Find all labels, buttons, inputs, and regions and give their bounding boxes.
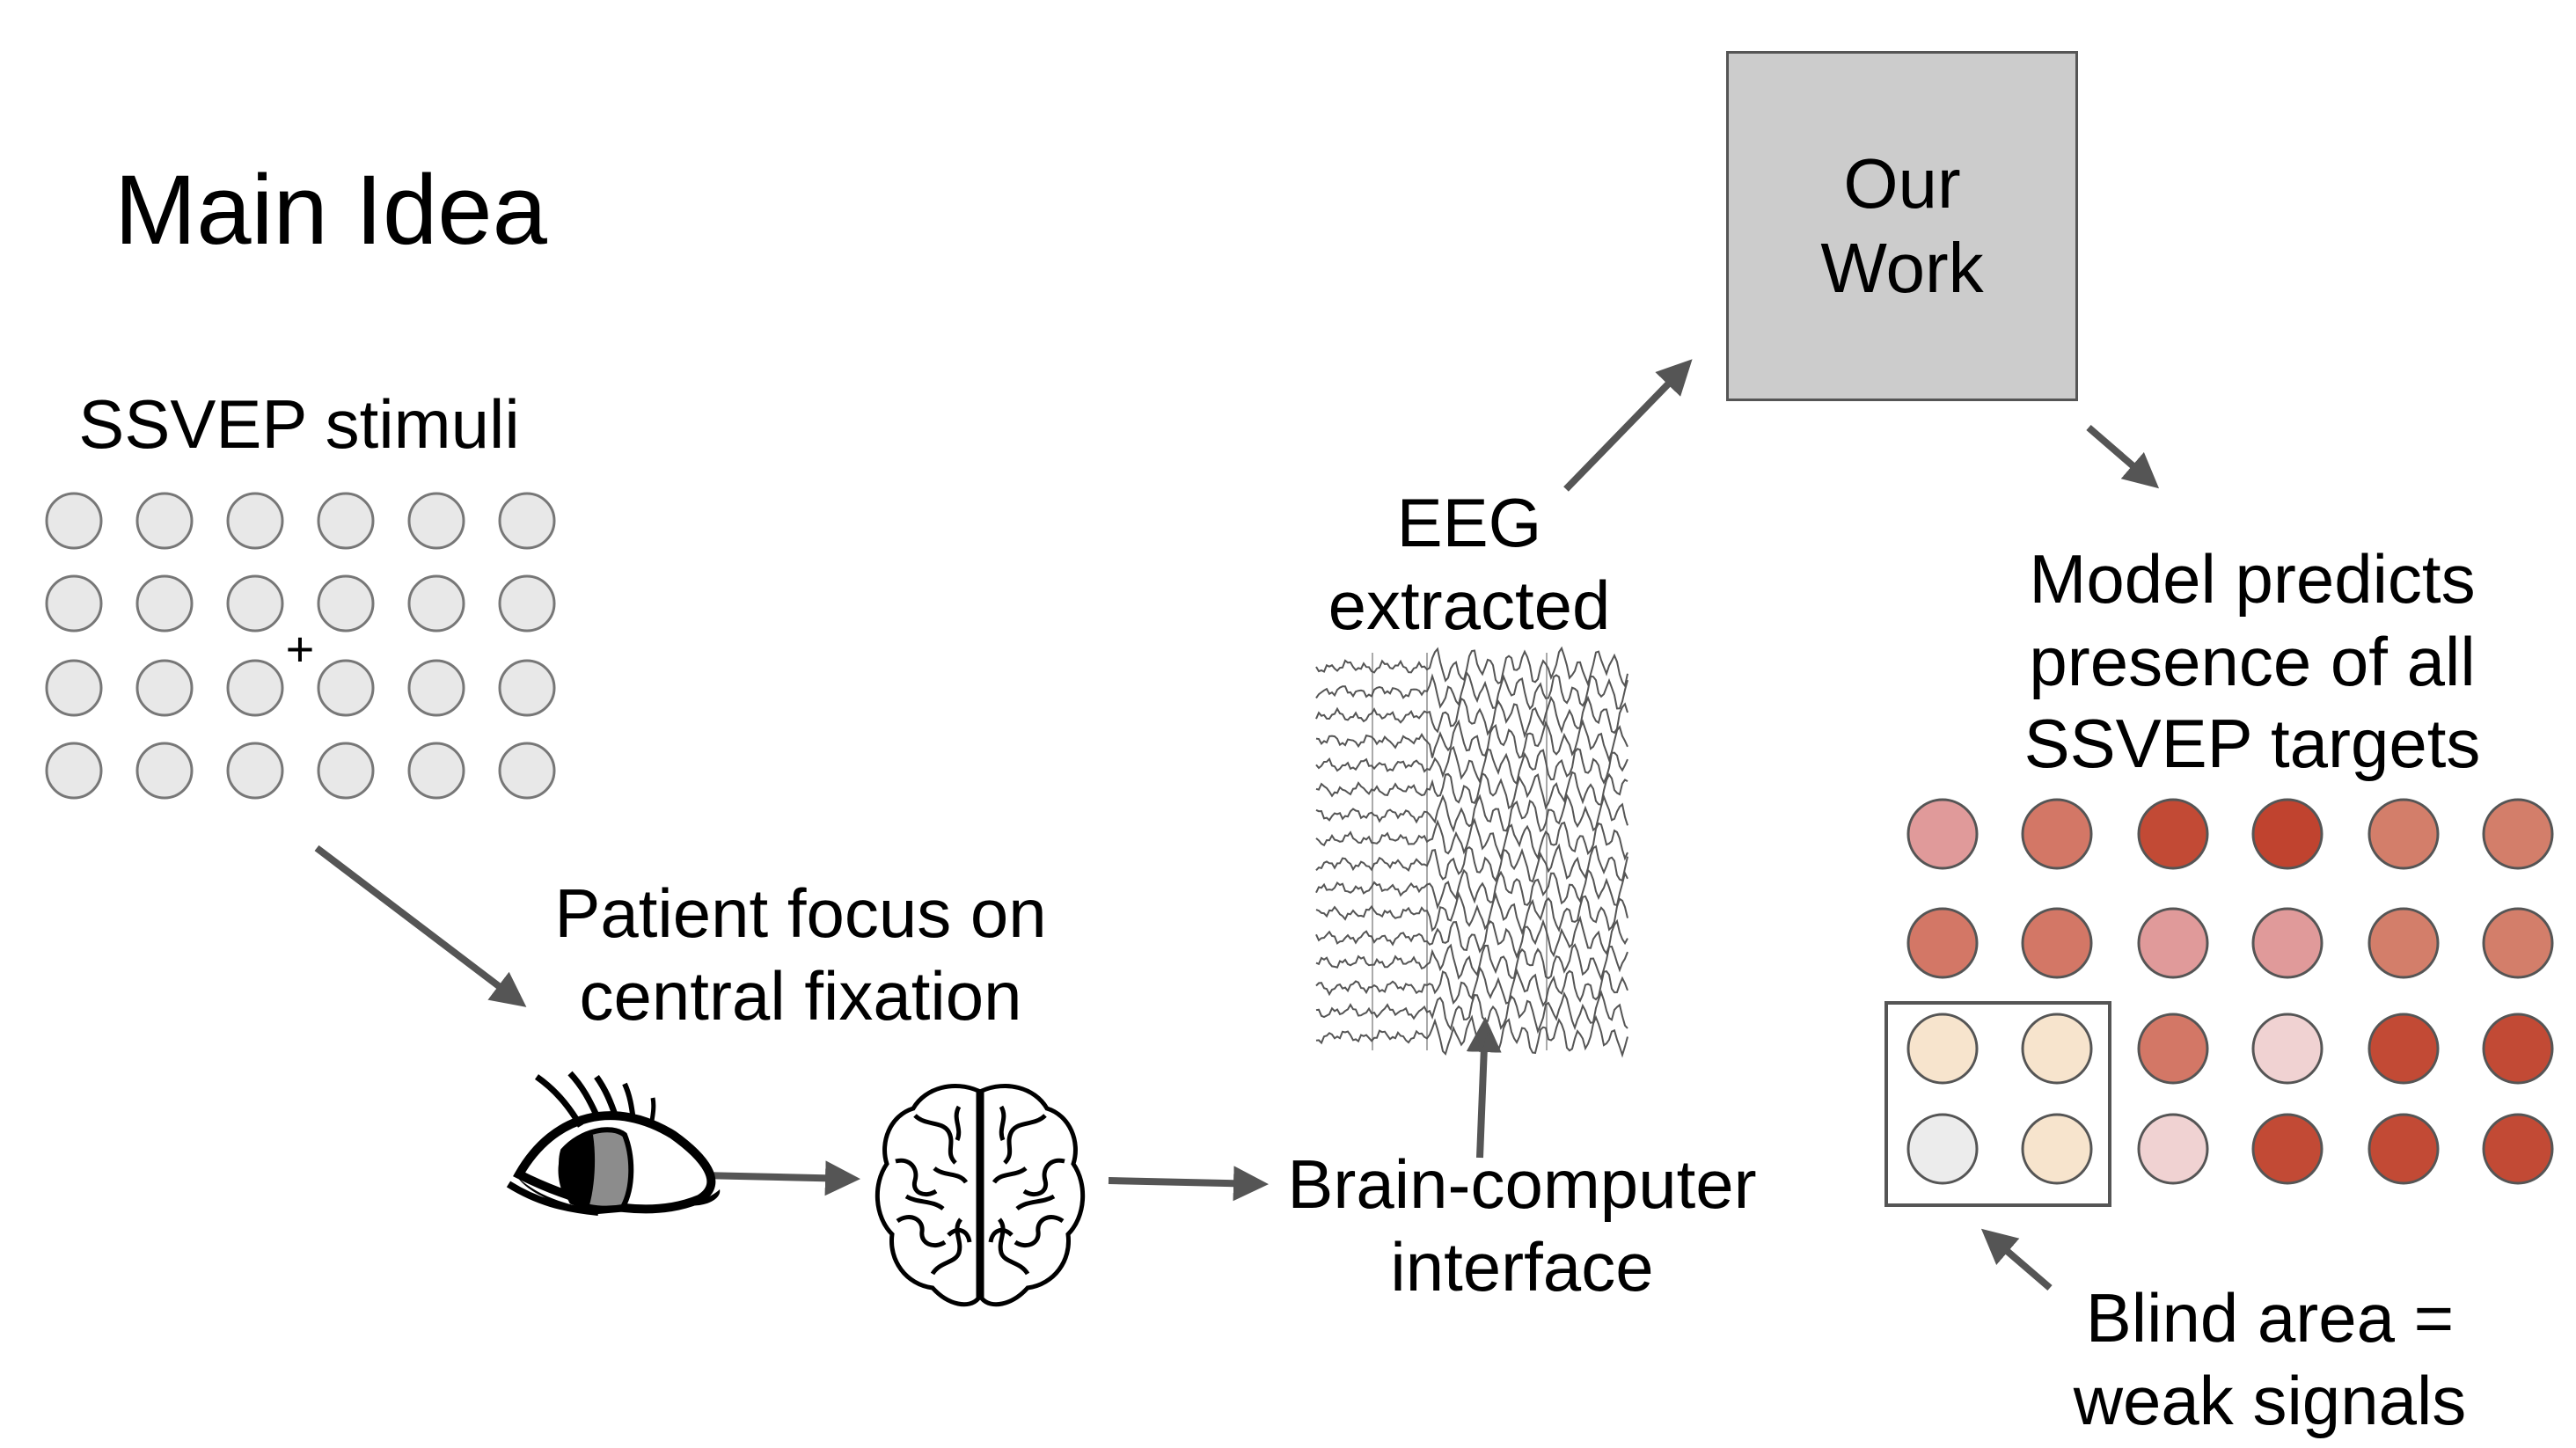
eeg-label-line2: extracted bbox=[1328, 566, 1611, 644]
stimulus-circle bbox=[498, 659, 556, 717]
stimulus-circle bbox=[45, 742, 103, 800]
stimulus-grid bbox=[45, 492, 556, 800]
stimulus-circle bbox=[45, 659, 103, 717]
our-work-box: Our Work bbox=[1726, 51, 2078, 401]
prediction-grid bbox=[1906, 798, 2554, 1185]
focus-label-line1: Patient focus on bbox=[554, 874, 1047, 952]
arrow-blind-label-to-box bbox=[1980, 1228, 2053, 1291]
stimulus-circle bbox=[45, 492, 103, 550]
stimulus-circle bbox=[317, 574, 375, 633]
stimulus-circle bbox=[317, 742, 375, 800]
blind-label-line2: weak signals bbox=[2073, 1361, 2467, 1439]
prediction-circle bbox=[2251, 907, 2324, 979]
prediction-circle bbox=[2251, 1113, 2324, 1185]
model-label-line1: Model predicts bbox=[2029, 540, 2476, 618]
stimulus-circle bbox=[226, 574, 284, 633]
stimulus-circle bbox=[135, 574, 194, 633]
stimulus-circle bbox=[135, 742, 194, 800]
eeg-label: EEG extracted bbox=[1293, 482, 1645, 647]
prediction-circle bbox=[1906, 1013, 1979, 1085]
prediction-circle bbox=[1906, 798, 1979, 870]
arrow-work-to-model bbox=[2086, 424, 2160, 489]
model-label-line3: SSVEP targets bbox=[2023, 705, 2481, 783]
prediction-circle bbox=[2251, 798, 2324, 870]
prediction-circle bbox=[2482, 1013, 2554, 1085]
prediction-circle bbox=[2251, 1013, 2324, 1085]
prediction-circle bbox=[2021, 1113, 2093, 1185]
prediction-circle bbox=[2137, 1113, 2209, 1185]
prediction-circle bbox=[2021, 1013, 2093, 1085]
eeg-label-line1: EEG bbox=[1396, 484, 1542, 561]
prediction-circle bbox=[1906, 907, 1979, 979]
stimulus-circle bbox=[498, 492, 556, 550]
prediction-circle bbox=[2367, 907, 2440, 979]
eeg-waveform-icon bbox=[1315, 646, 1628, 1058]
prediction-circle bbox=[2137, 907, 2209, 979]
stimulus-circle bbox=[135, 659, 194, 717]
stimulus-circle bbox=[407, 492, 465, 550]
bci-label: Brain-computer interface bbox=[1249, 1144, 1795, 1308]
stimulus-circle bbox=[226, 492, 284, 550]
model-label-line2: presence of all bbox=[2029, 622, 2476, 700]
prediction-circle bbox=[1906, 1113, 1979, 1185]
prediction-circle bbox=[2482, 798, 2554, 870]
arrow-eye-to-brain bbox=[699, 1160, 860, 1196]
stimulus-circle bbox=[317, 492, 375, 550]
prediction-circle bbox=[2367, 798, 2440, 870]
prediction-circle bbox=[2367, 1113, 2440, 1185]
stimulus-circle bbox=[317, 659, 375, 717]
focus-label: Patient focus on central fixation bbox=[493, 873, 1109, 1037]
our-work-text: Our Work bbox=[1820, 142, 1983, 311]
stimulus-circle bbox=[498, 574, 556, 633]
prediction-circle bbox=[2137, 798, 2209, 870]
stimulus-circle bbox=[45, 574, 103, 633]
stimulus-circle bbox=[407, 574, 465, 633]
arrow-brain-to-bci bbox=[1108, 1166, 1269, 1202]
blind-area-box bbox=[1884, 1001, 2111, 1207]
stimulus-circle bbox=[135, 492, 194, 550]
arrow-bci-to-eeg bbox=[1466, 1017, 1502, 1159]
blind-label-line1: Blind area = bbox=[2085, 1279, 2455, 1357]
bci-label-line2: interface bbox=[1390, 1227, 1654, 1305]
stimulus-circle bbox=[498, 742, 556, 800]
our-work-line1: Our bbox=[1843, 144, 1961, 223]
bci-label-line1: Brain-computer bbox=[1287, 1145, 1757, 1223]
page-title: Main Idea bbox=[114, 155, 547, 265]
stimulus-circle bbox=[407, 742, 465, 800]
model-label: Model predicts presence of all SSVEP tar… bbox=[1936, 538, 2569, 786]
blind-area-label: Blind area = weak signals bbox=[1988, 1277, 2551, 1442]
prediction-circle bbox=[2482, 1113, 2554, 1185]
stimulus-circle bbox=[226, 659, 284, 717]
arrow-eeg-to-work bbox=[1563, 359, 1693, 492]
focus-label-line2: central fixation bbox=[579, 956, 1022, 1035]
prediction-circle bbox=[2137, 1013, 2209, 1085]
brain-icon bbox=[875, 1083, 1086, 1307]
our-work-line2: Work bbox=[1820, 229, 1984, 307]
stimulus-circle bbox=[407, 659, 465, 717]
stimuli-label: SSVEP stimuli bbox=[78, 385, 520, 463]
stimulus-circle bbox=[226, 742, 284, 800]
eye-icon bbox=[506, 1071, 721, 1216]
prediction-circle bbox=[2482, 907, 2554, 979]
arrow-stimuli-to-focus bbox=[314, 845, 527, 1007]
prediction-circle bbox=[2367, 1013, 2440, 1085]
prediction-circle bbox=[2021, 907, 2093, 979]
fixation-cross: + bbox=[286, 621, 315, 676]
prediction-circle bbox=[2021, 798, 2093, 870]
